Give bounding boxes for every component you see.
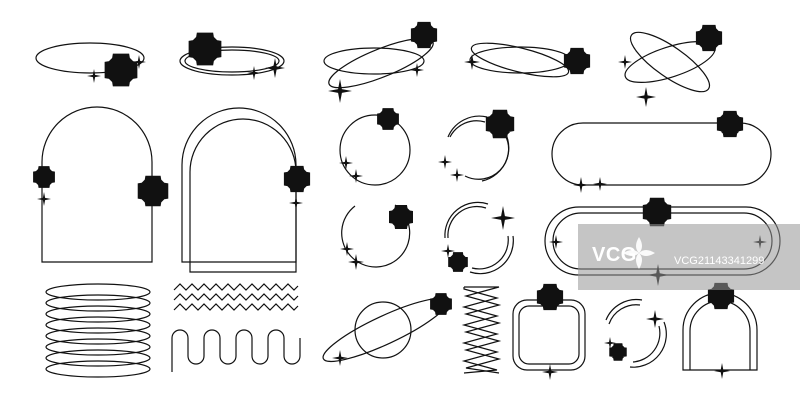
watermark-logo: VCG [592,244,637,266]
watermark-id: VCG21143341299 [674,255,765,267]
wave-line [171,329,301,372]
broken-circle-frame [438,111,513,182]
double-oval-frame-with-sparkles [179,34,285,80]
circle-frame [339,109,411,186]
crossed-oval-frame-with-sparkles [323,23,438,103]
crossed-oval-frame-with-sparkles [618,23,721,107]
watermark-logo-icon [623,237,655,269]
oval-frame-with-sparkles [35,42,146,85]
double-arch-frame [181,107,309,273]
stacked-ellipses [45,283,151,378]
small-arch-frame [682,284,758,379]
broken-circle-frame [604,298,667,368]
zigzag-lines [173,283,299,311]
broken-circle-frame [441,201,515,273]
rounded-square-frame [512,285,586,380]
circle-frame [340,205,412,270]
vertical-zigzag [461,286,502,374]
watermark-overlay [578,224,800,290]
crossed-oval-frame-with-sparkles [464,36,589,83]
planet-orbit [322,289,452,366]
pill-frame [551,112,772,193]
arch-frame [34,106,167,263]
